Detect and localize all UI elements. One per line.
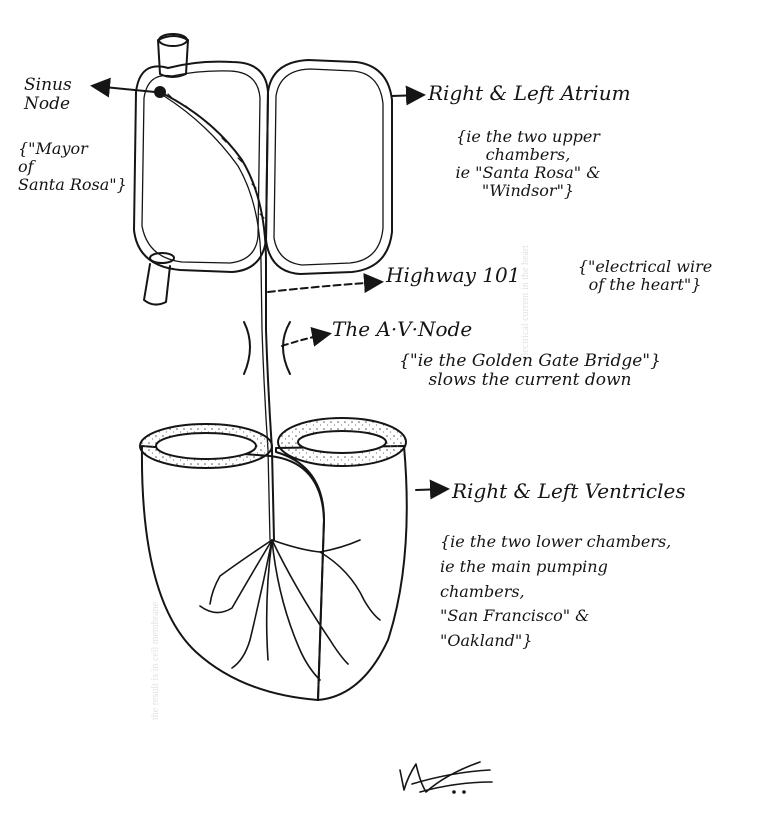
right-ventricle — [142, 446, 324, 700]
atrium-note: {ie the two upper chambers, ie "Santa Ro… — [418, 128, 638, 200]
left-ventricle — [276, 446, 407, 700]
ventricles-label: Right & Left Ventricles — [452, 480, 686, 502]
ventricles-arrow[interactable] — [416, 489, 446, 490]
left-ventricle-opening — [278, 418, 406, 466]
atrium-label: Right & Left Atrium — [428, 82, 631, 104]
highway-arrow[interactable] — [268, 282, 380, 292]
right-atrium-inner — [142, 71, 260, 263]
inferior-vena-cava — [144, 253, 174, 305]
highway-note: {"electrical wire of the heart"} — [560, 258, 730, 294]
signature — [400, 762, 492, 793]
ventricles-note: {ie the two lower chambers, ie the main … — [440, 530, 710, 654]
av-node-arrow[interactable] — [282, 334, 328, 346]
av-node-note: {"ie the Golden Gate Bridge"} slows the … — [350, 352, 710, 390]
highway-label: Highway 101 — [386, 264, 520, 286]
atrium-arrow[interactable] — [392, 95, 422, 96]
right-atrium — [134, 62, 268, 272]
superior-vena-cava — [158, 34, 188, 77]
left-atrium-inner — [274, 69, 383, 265]
sinus-node-note: {"Mayor of Santa Rosa"} — [18, 140, 142, 194]
conduction-pathway — [160, 92, 274, 540]
av-node-label: The A·V·Node — [332, 318, 472, 340]
purkinje-fibers — [200, 540, 380, 680]
right-ventricle-opening — [140, 424, 272, 468]
sinus-node-label: Sinus Node — [24, 76, 104, 114]
left-atrium — [266, 60, 392, 274]
